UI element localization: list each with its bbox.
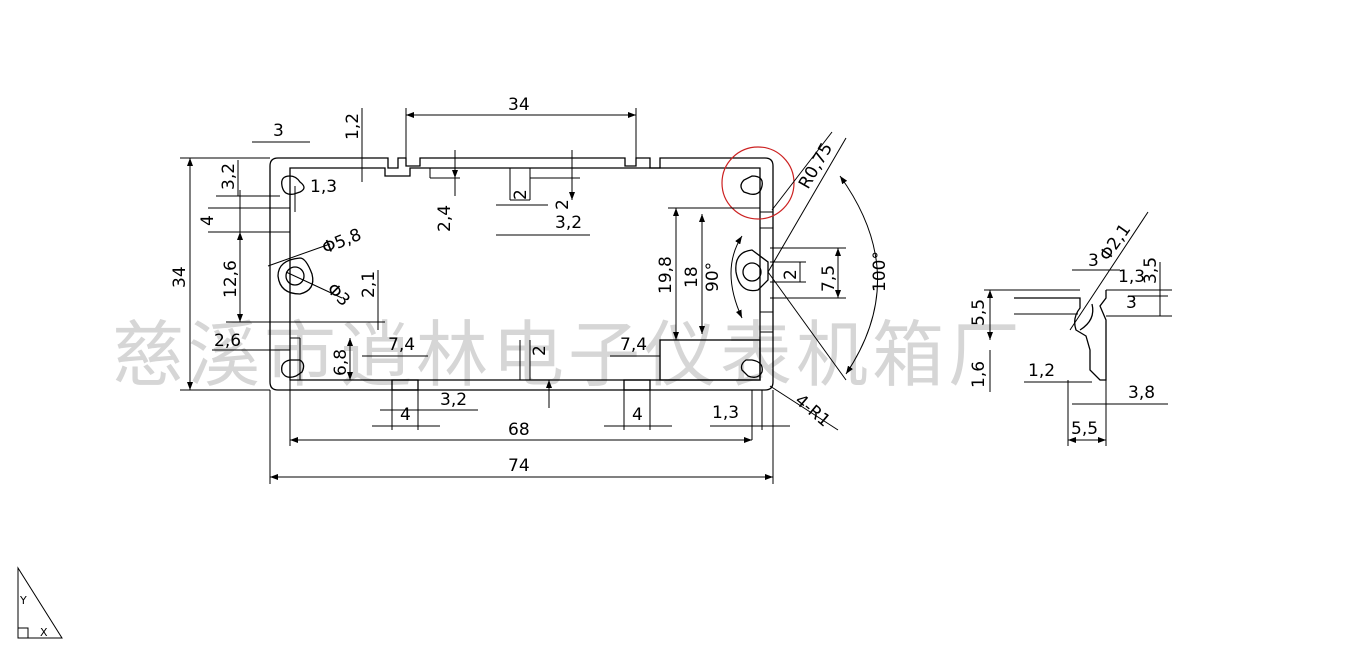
right-top-screw-slot xyxy=(740,175,763,195)
detail-d-1-3: 1,3 xyxy=(1118,267,1145,287)
dim-outer-74: 74 xyxy=(508,456,530,476)
dim-hole-5-8: Φ5,8 xyxy=(319,225,364,259)
dim-angle-90: 90° xyxy=(703,262,723,292)
dim-left-2-6: 2,6 xyxy=(214,331,241,351)
dim-bottom-1-3: 1,3 xyxy=(712,403,739,423)
ucs-y-label: Y xyxy=(19,594,27,607)
dim-top-width: 34 xyxy=(508,95,530,115)
dim-top-gap: 1,2 xyxy=(343,113,363,140)
dim-right-18: 18 xyxy=(682,266,702,288)
profile-inner-wall xyxy=(289,167,761,381)
dim-rib-2-4: 2,4 xyxy=(435,205,455,232)
dim-left-3-2: 3,2 xyxy=(219,163,239,190)
main-dimensions: 34 1,2 3 34 3,2 1,3 4 12,6 2,4 xyxy=(170,95,890,484)
left-top-screw-slot xyxy=(281,175,305,195)
dim-slot-7-4-right: 7,4 xyxy=(620,335,647,355)
dim-inner-68: 68 xyxy=(508,420,530,440)
detail-d-3-8: 3,8 xyxy=(1128,383,1155,403)
dim-right-19-8: 19,8 xyxy=(656,256,676,294)
detail-dia-2-1: Φ2,1 xyxy=(1096,220,1136,265)
profile-outline xyxy=(269,157,774,391)
dim-right-2: 2 xyxy=(781,269,801,280)
right-bottom-screw-slot xyxy=(740,359,763,378)
right-center-screw-boss xyxy=(735,249,769,292)
dim-rib-2b: 2 xyxy=(553,199,573,210)
ucs-x-label: X xyxy=(40,626,48,639)
dim-rib-2: 2 xyxy=(511,189,531,200)
left-center-screw-boss xyxy=(277,257,314,295)
dim-left-4: 4 xyxy=(198,215,218,226)
bottom-slot-right xyxy=(623,379,651,391)
dim-radius-r0-75: R0,75 xyxy=(795,139,837,192)
watermark-text: 慈溪市逍林电子仪表机箱厂 xyxy=(112,313,1024,397)
detail-d-1-2: 1,2 xyxy=(1028,361,1055,381)
dim-slot-2-1: 2,1 xyxy=(359,271,379,298)
detail-d-5-5-bottom: 5,5 xyxy=(1071,419,1098,439)
dim-bottom-3-2: 3,2 xyxy=(440,390,467,410)
detail-profile xyxy=(1014,290,1107,381)
ucs-icon: Y X xyxy=(17,566,63,639)
dim-slot-7-4-left: 7,4 xyxy=(388,335,415,355)
detail-d-1-6: 1,6 xyxy=(969,361,989,388)
dim-rib-3-2: 3,2 xyxy=(555,213,582,233)
detail-d-3b: 3 xyxy=(1126,293,1137,313)
dim-bottom-4-left: 4 xyxy=(400,405,411,425)
detail-d-3-5: 3,5 xyxy=(1141,257,1161,284)
detail-d-5-5-side: 5,5 xyxy=(969,299,989,326)
bottom-slot-left xyxy=(391,379,419,391)
dim-hole-3: Φ3 xyxy=(322,279,353,310)
left-bottom-screw-slot xyxy=(281,359,305,378)
dim-left-1-3: 1,3 xyxy=(310,177,337,197)
main-profile xyxy=(269,146,795,391)
left-center-hole xyxy=(285,266,305,286)
detail-d-3: 3 xyxy=(1088,251,1099,271)
dim-center-2: 2 xyxy=(530,345,550,356)
dim-bottom-4-right: 4 xyxy=(632,405,643,425)
dim-right-7-5: 7,5 xyxy=(819,265,839,292)
dim-angle-100: 100° xyxy=(870,251,890,292)
dim-slot-6-8: 6,8 xyxy=(331,349,351,376)
dim-left-12-6: 12,6 xyxy=(221,260,241,298)
highlight-circle xyxy=(721,146,795,220)
right-center-hole xyxy=(742,262,762,282)
dim-left-3: 3 xyxy=(273,121,284,141)
dim-height-34: 34 xyxy=(170,266,190,288)
detail-view: Φ2,1 3 1,3 3,5 3 5,5 1,6 1,2 3,8 5,5 xyxy=(969,211,1172,446)
